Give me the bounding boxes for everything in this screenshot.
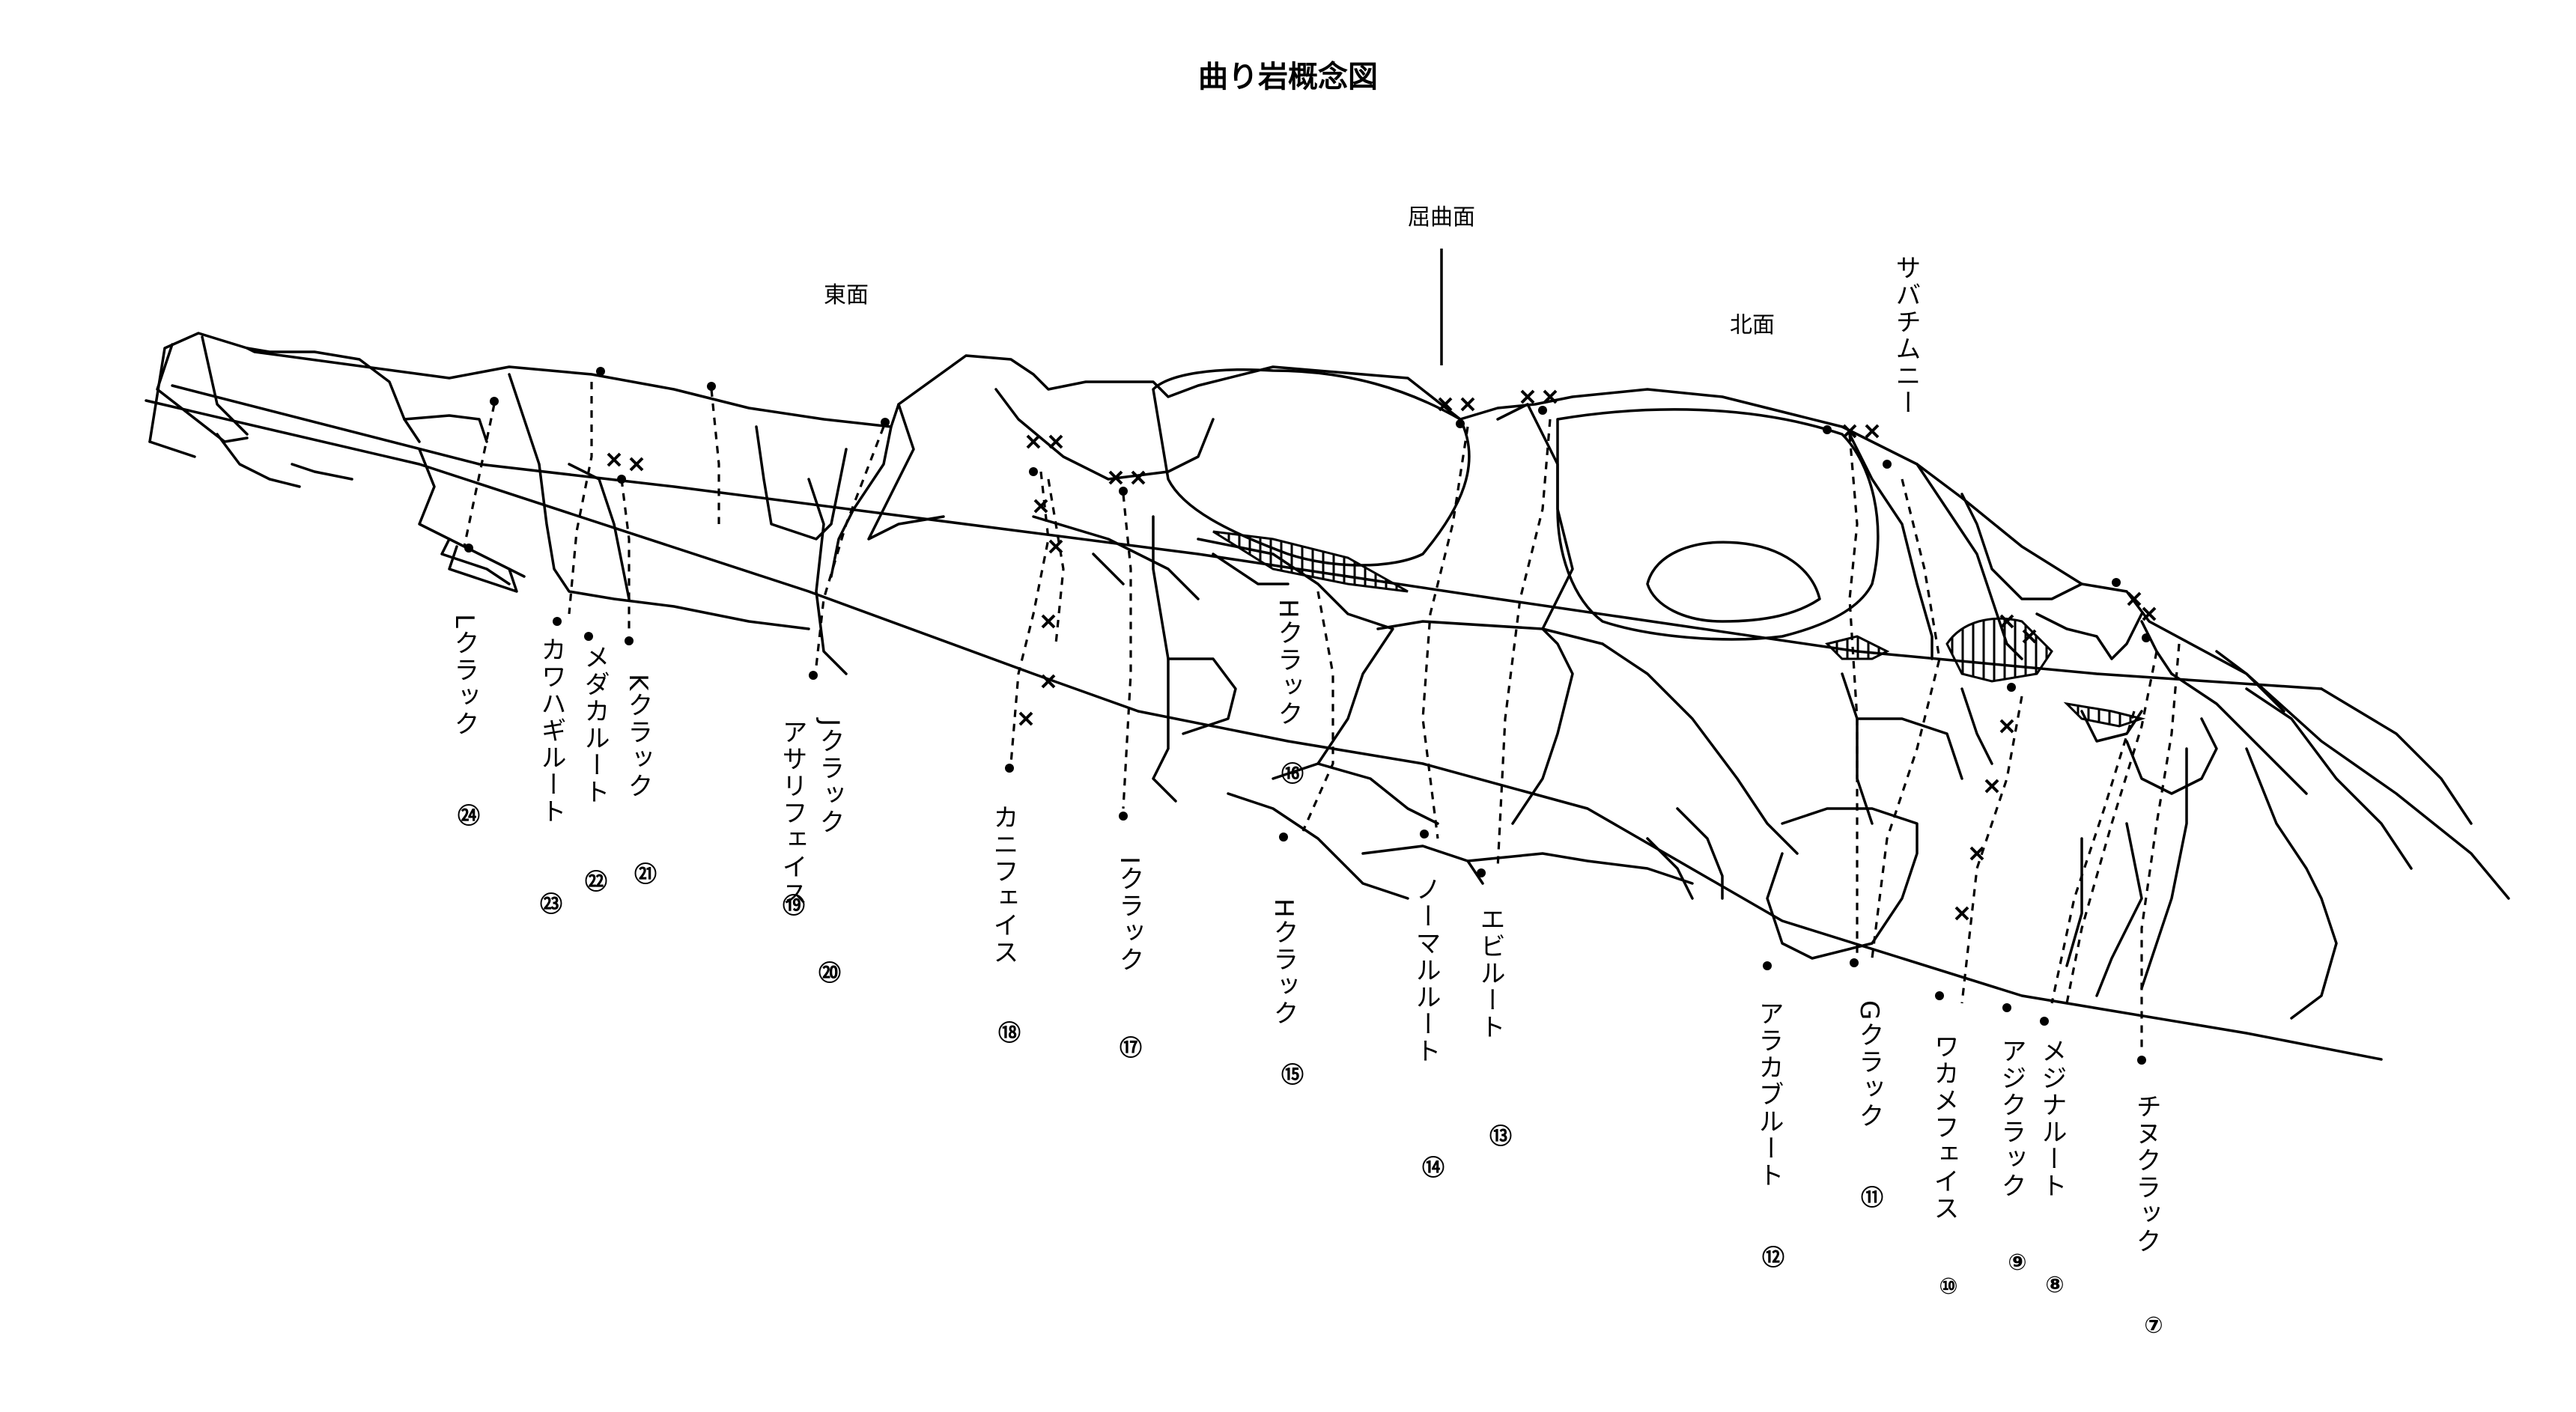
route-number: ⑮ xyxy=(1281,1062,1304,1089)
route-label: アサリフェイス xyxy=(777,719,807,907)
route-label: チヌクラック xyxy=(2131,1093,2161,1255)
route-number: ⑭ xyxy=(1422,1155,1445,1181)
route-label: Jクラック xyxy=(815,717,845,836)
route-number: ⑲ xyxy=(783,893,805,919)
h-crack-upper-label: Hクラック xyxy=(1273,599,1303,728)
route-label: メダカルート xyxy=(580,644,610,806)
route-number: ㉓ xyxy=(540,892,562,918)
route-label: エビルート xyxy=(1475,906,1505,1041)
bend-face-label: 屈曲面 xyxy=(1408,204,1475,231)
route-label: Lクラック xyxy=(449,614,479,737)
north-face-label: 北面 xyxy=(1730,312,1775,338)
route-number: ㉔ xyxy=(458,803,480,830)
east-face-label: 東面 xyxy=(824,282,869,308)
route-number: ⑬ xyxy=(1489,1124,1512,1150)
route-label: カワハギルート xyxy=(536,636,566,825)
diagram-title: 曲り岩概念図 xyxy=(1198,60,1378,94)
route-number: ⑰ xyxy=(1120,1035,1142,1062)
route-label: Gクラック xyxy=(1854,1000,1884,1129)
route-label: メジナルート xyxy=(2037,1038,2067,1199)
route-label: Kクラック xyxy=(623,674,653,800)
route-number: ㉒ xyxy=(585,869,607,895)
route-label: Iクラック xyxy=(1114,856,1144,973)
route-label: Hクラック xyxy=(1269,898,1298,1027)
route-labels: Lクラック ㉔ カワハギルート ㉓ メダカルート ㉒ Kクラック ㉑ アサリフェ… xyxy=(449,614,2163,1339)
route-number: ⑱ xyxy=(998,1020,1021,1047)
route-number: ⑫ xyxy=(1762,1245,1784,1271)
route-label: アラカブルート xyxy=(1754,1000,1784,1189)
route-label: アジクラック xyxy=(1996,1038,2026,1199)
rock-outline xyxy=(145,332,2510,1061)
route-label: ノーマルルート xyxy=(1411,876,1441,1065)
route-dots xyxy=(464,367,2151,1065)
route-number: ㉑ xyxy=(634,862,657,888)
route-label: ワカメフェイス xyxy=(1929,1033,1959,1222)
sabachimney-label: サバチムニー xyxy=(1891,255,1921,416)
overhang-hatches xyxy=(1212,530,2146,728)
route-number: ⑧ xyxy=(2045,1272,2064,1298)
route-number: ⑨ xyxy=(2008,1250,2026,1276)
route-number: ⑩ xyxy=(1939,1273,1957,1300)
route-number: ⑦ xyxy=(2144,1312,2163,1339)
route-label: カニフェイス xyxy=(988,804,1018,966)
route-number: ⑪ xyxy=(1861,1185,1883,1211)
anchor-crosses xyxy=(607,389,2157,921)
route-lines xyxy=(463,382,2181,1048)
route-number: ⑯ xyxy=(1281,761,1304,788)
route-number: ⑳ xyxy=(818,961,841,987)
